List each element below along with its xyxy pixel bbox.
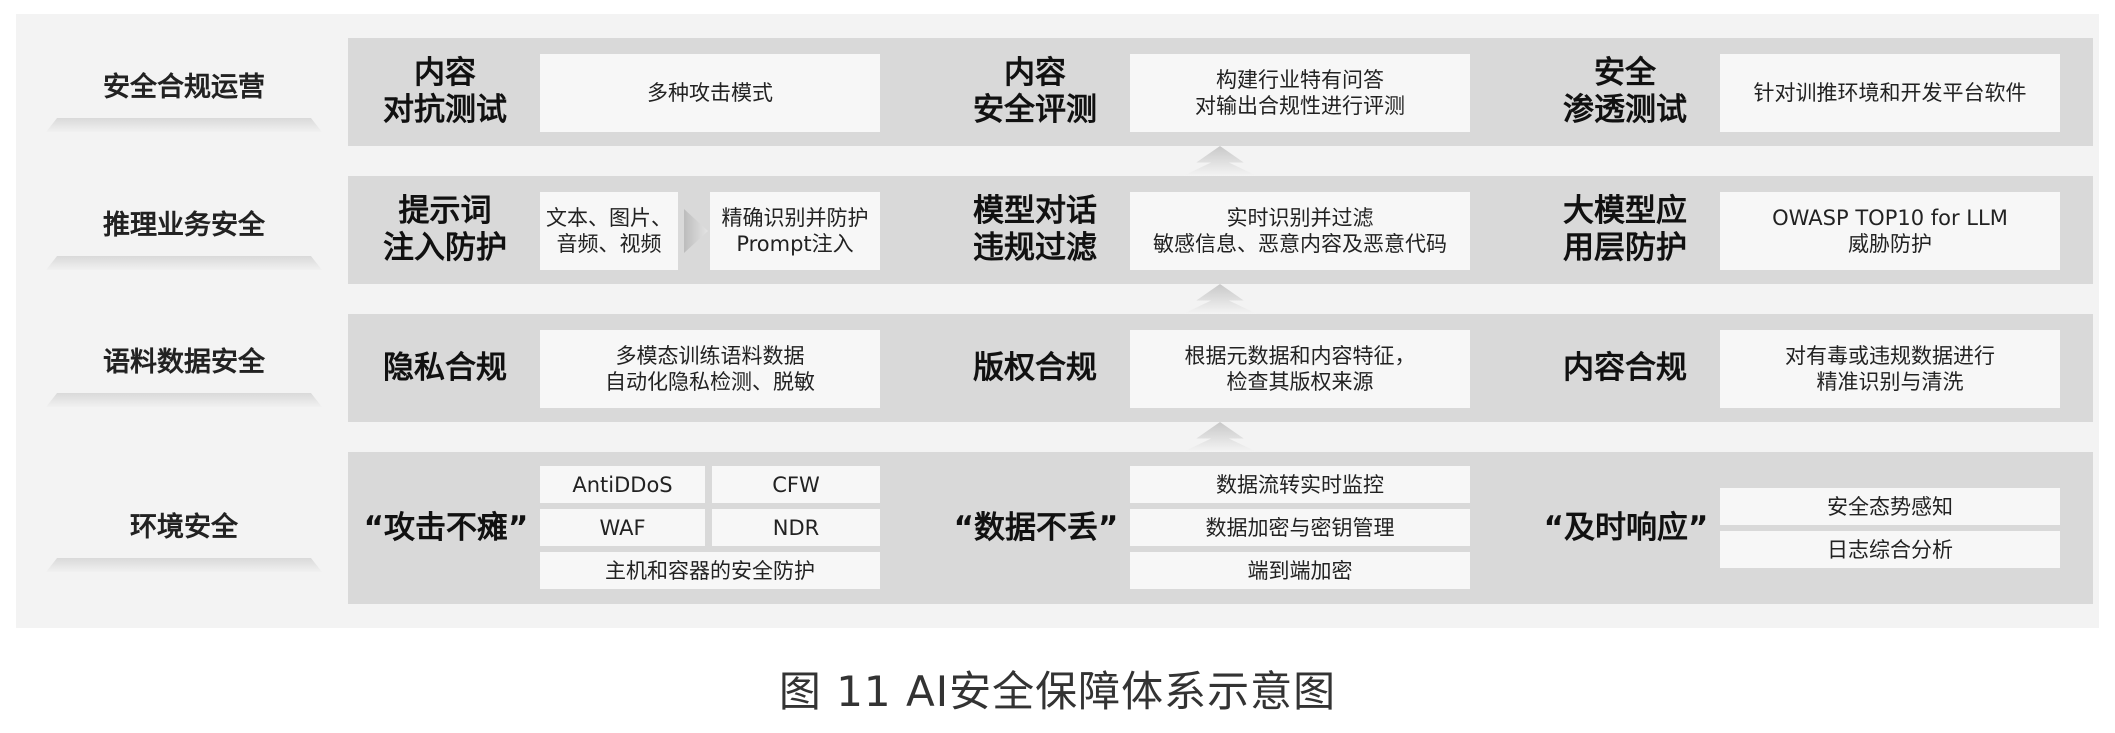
item-box: 日志综合分析	[1720, 531, 2060, 568]
item-box: 数据加密与密钥管理	[1130, 509, 1470, 546]
label-plate	[46, 118, 322, 132]
category-copyright-compliance: 版权合规	[973, 349, 1097, 386]
item-box-host-container: 主机和容器的安全防护	[540, 552, 880, 589]
item-box: 数据流转实时监控	[1130, 466, 1470, 503]
item-box: 对有毒或违规数据进行 精准识别与清洗	[1720, 330, 2060, 408]
item-box-cfw: CFW	[712, 466, 880, 503]
item-box: 实时识别并过滤 敏感信息、恶意内容及恶意代码	[1130, 192, 1470, 270]
category-content-safety-eval: 内容 安全评测	[973, 55, 1097, 128]
category-timely-response: “及时响应”	[1543, 509, 1709, 546]
item-box: OWASP TOP10 for LLM 威胁防护	[1720, 192, 2060, 270]
category-data-no-loss: “数据不丢”	[953, 509, 1119, 546]
label-plate	[46, 558, 322, 572]
figure-caption: 图 11 AI安全保障体系示意图	[778, 666, 1337, 716]
category-attack-resilience: “攻击不瘫”	[363, 509, 529, 546]
category-content-adversarial-test: 内容 对抗测试	[383, 55, 507, 128]
item-box: 根据元数据和内容特征， 检查其版权来源	[1130, 330, 1470, 408]
layer-label-inference-security: 推理业务安全	[46, 190, 322, 270]
item-box-waf: WAF	[540, 509, 705, 546]
layer-label-compliance-ops: 安全合规运营	[46, 52, 322, 132]
category-prompt-injection-protection: 提示词 注入防护	[383, 193, 507, 266]
item-box: 端到端加密	[1130, 552, 1470, 589]
item-box: 多模态训练语料数据 自动化隐私检测、脱敏	[540, 330, 880, 408]
category-penetration-test: 安全 渗透测试	[1563, 55, 1687, 128]
label-plate	[46, 256, 322, 270]
item-box: 多种攻击模式	[540, 54, 880, 132]
item-box-ndr: NDR	[712, 509, 880, 546]
layer-label-corpus-security: 语料数据安全	[46, 327, 322, 407]
item-box: 构建行业特有问答 对输出合规性进行评测	[1130, 54, 1470, 132]
category-content-compliance: 内容合规	[1563, 349, 1687, 386]
layer-label-text: 推理业务安全	[103, 209, 265, 241]
category-dialogue-filtering: 模型对话 违规过滤	[973, 193, 1097, 266]
label-plate	[46, 393, 322, 407]
item-box: 针对训推环境和开发平台软件	[1720, 54, 2060, 132]
category-privacy-compliance: 隐私合规	[383, 349, 507, 386]
category-llm-app-protection: 大模型应 用层防护	[1563, 193, 1687, 266]
item-box: 精确识别并防护 Prompt注入	[710, 192, 880, 270]
item-box: 安全态势感知	[1720, 488, 2060, 525]
layer-label-text: 语料数据安全	[103, 346, 265, 378]
layer-label-environment-security: 环境安全	[46, 492, 322, 572]
layer-label-text: 安全合规运营	[103, 71, 265, 103]
layer-label-text: 环境安全	[130, 511, 238, 543]
item-box: 文本、图片、 音频、视频	[540, 192, 678, 270]
item-box-antiddos: AntiDDoS	[540, 466, 705, 503]
